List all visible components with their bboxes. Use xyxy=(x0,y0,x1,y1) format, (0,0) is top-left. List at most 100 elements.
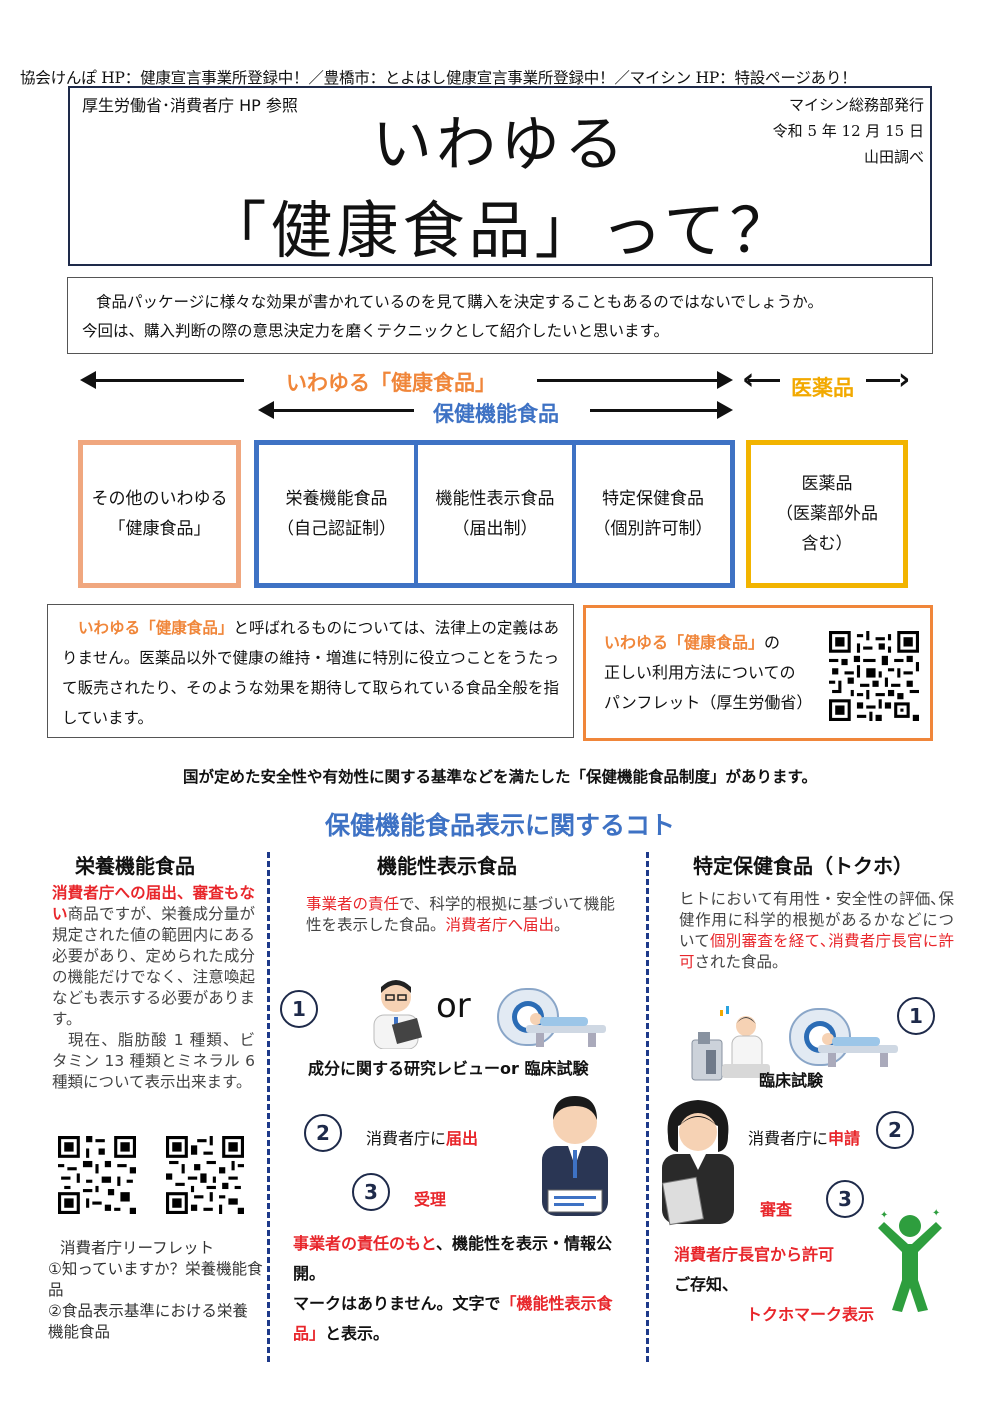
definition-highlight: いわゆる「健康食品」 xyxy=(78,619,234,637)
col-nutrient-body: 消費者庁への届出、審査もない商品ですが、栄養成分量が規定された値の範囲内にある必… xyxy=(52,883,255,1093)
tokuho-mark-icon: ✦ ✦ xyxy=(878,1208,942,1312)
col-nutrient-text1: 商品ですが、栄養成分量が規定された値の範囲内にある必要があり、定められた成分の機… xyxy=(52,905,255,1028)
step-1-badge: 1 xyxy=(897,997,935,1035)
tokuho-step1-text: 臨床試験 xyxy=(759,1071,824,1090)
col-tokuho-text2: された食品。 xyxy=(694,953,788,971)
col-nutrient-text2: 現在、脂肪酸 1 種類、ビタミン 13 種類とミネラル 6 種類について表示出来… xyxy=(52,1031,255,1091)
category-tokuho-line2: （個別許可制） xyxy=(593,519,713,539)
top-announcement: 協会けんぽ HP：健康宣言事業所登録中！／豊橋市：とよはし健康宣言事業所登録中！… xyxy=(20,69,857,87)
pamphlet-box[interactable]: いわゆる「健康食品」の 正しい利用方法についての パンフレット（厚生労働省） xyxy=(583,605,933,741)
definition-text: と呼ばれるものについては、法律上の定義はありません。医薬品以外で健康の維持・増進… xyxy=(62,619,559,727)
svg-text:✦: ✦ xyxy=(880,1210,888,1221)
col-tokuho-red1: 個別審査を経て､消費者庁長官に許可 xyxy=(679,932,954,971)
column-divider xyxy=(267,852,270,1362)
tokuho-footer-text1: ご存知、 xyxy=(674,1275,739,1294)
col-nutrient-red: 消費者庁への届出、審査もない xyxy=(52,884,255,923)
column-divider xyxy=(646,852,649,1362)
category-function-line1: 機能性表示食品 xyxy=(435,489,555,509)
category-other-line1: その他のいわゆる xyxy=(91,489,228,509)
page-title-line1: いわゆる xyxy=(372,110,628,180)
intro-line2: 今回は、購入判断の際の意思決定力を磨くテクニックとして紹介したいと思います。 xyxy=(82,322,669,340)
arrow-line xyxy=(866,379,900,382)
function-footer-red1: 事業者の責任のもと xyxy=(293,1234,437,1253)
arrow-line xyxy=(272,409,414,412)
category-function-claim: 機能性表示食品 （届出制） xyxy=(418,445,572,583)
function-step2: 消費者庁に届出 xyxy=(366,1125,478,1149)
page-title-line2: 「健康食品」って？ xyxy=(204,194,796,267)
function-step2-prefix: 消費者庁に xyxy=(366,1129,447,1148)
category-other-line2: 「健康食品」 xyxy=(108,519,211,539)
pamphlet-suffix: の xyxy=(764,633,781,652)
intro-box: 食品パッケージに様々な効果が書かれているのを見て購入を決定することもあるのではな… xyxy=(67,277,933,354)
category-drug: 医薬品 （医薬部外品 含む） xyxy=(746,440,908,588)
tokuho-footer: 消費者庁長官から許可 ご存知、 トクホマーク表示 xyxy=(674,1240,874,1330)
category-function-line2: （届出制） xyxy=(452,519,538,539)
category-drug-line2: （医薬部外品 xyxy=(776,504,878,524)
businessman-icon xyxy=(542,1096,608,1216)
arrow-line xyxy=(748,379,780,382)
leaflet-item-1[interactable]: ①知っていますか？栄養機能食品 xyxy=(48,1260,263,1299)
publisher-info: マイシン総務部発行 令和 5 年 12 月 15 日 山田調べ xyxy=(773,92,924,170)
intro-line1: 食品パッケージに様々な効果が書かれているのを見て購入を決定することもあるのではな… xyxy=(96,293,823,311)
col-tokuho-heading: 特定保健食品（トクホ） xyxy=(693,854,913,878)
label-functional: 保健機能食品 xyxy=(433,402,559,426)
col-function-text1: で、科学的根拠に基づいて機能性を表示した食品。 xyxy=(306,895,615,934)
tokuho-step2-prefix: 消費者庁に xyxy=(748,1129,829,1148)
header-box xyxy=(68,86,932,266)
step-1-badge: 1 xyxy=(280,990,318,1028)
col-function-red2: 消費者庁へ届出 xyxy=(445,916,555,934)
col-tokuho-text1: ヒトにおいて有用性・安全性の評価､保健作用に科学的根拠があるかなどについて xyxy=(679,890,954,950)
author: 山田調べ xyxy=(863,148,924,166)
mri-scanner-icon xyxy=(497,988,606,1047)
qr-code-icon[interactable] xyxy=(166,1136,244,1214)
section-title: 保健機能食品表示に関するコト xyxy=(324,811,675,840)
tokuho-step3: 審査 xyxy=(760,1200,793,1219)
svg-text:✦: ✦ xyxy=(932,1208,940,1219)
system-description: 国が定めた安全性や有効性に関する基準などを満たした「保健機能食品制度」があります… xyxy=(183,768,817,786)
arrow-line xyxy=(94,379,244,382)
arrow-left-icon xyxy=(80,371,96,389)
step-3-badge: 3 xyxy=(352,1173,390,1211)
col-function-red1: 事業者の責任 xyxy=(306,895,400,913)
step-2-badge: 2 xyxy=(876,1111,914,1149)
function-footer-red2: 「機能性表示食品」 xyxy=(293,1294,613,1343)
leaflet-title: 消費者庁リーフレット xyxy=(60,1239,215,1257)
publisher-name: マイシン総務部発行 xyxy=(788,96,924,114)
tokuho-footer-red2: トクホマーク表示 xyxy=(746,1305,875,1324)
col-function-text2: 。 xyxy=(554,916,570,934)
arrow-line xyxy=(590,409,720,412)
function-step1-text: 成分に関する研究レビューor 臨床試験 xyxy=(308,1059,589,1078)
or-label: or xyxy=(436,986,471,1026)
arrow-right-icon xyxy=(717,401,733,419)
tokuho-footer-red1: 消費者庁長官から許可 xyxy=(674,1245,835,1264)
pamphlet-highlight: いわゆる「健康食品」 xyxy=(604,633,765,652)
hp-reference: 厚生労働省･消費者庁 HP 参照 xyxy=(82,96,298,115)
arrow-line xyxy=(537,379,719,382)
publish-date: 令和 5 年 12 月 15 日 xyxy=(772,122,924,140)
businesswoman-icon xyxy=(662,1100,734,1226)
col-function-body: 事業者の責任で、科学的根拠に基づいて機能性を表示した食品。消費者庁へ届出。 xyxy=(306,894,618,936)
chevron-right-icon: › xyxy=(898,362,911,397)
tokuho-step2-red: 申請 xyxy=(828,1129,861,1148)
col-nutrient-heading: 栄養機能食品 xyxy=(75,854,195,878)
category-functional-group: 栄養機能食品 （自己認証制） 機能性表示食品 （届出制） 特定保健食品 （個別許… xyxy=(254,440,735,588)
function-footer: 事業者の責任のもと、機能性を表示・情報公開。 マークはありません。文字で「機能性… xyxy=(293,1229,633,1349)
leaflet-item-2[interactable]: ②食品表示基準における栄養機能食品 xyxy=(48,1302,248,1341)
definition-box: いわゆる「健康食品」と呼ばれるものについては、法律上の定義はありません。医薬品以… xyxy=(47,604,574,738)
function-footer-text2: マークはありません。文字で xyxy=(293,1294,501,1313)
tokuho-step2: 消費者庁に申請 xyxy=(748,1125,860,1149)
category-drug-line3: 含む） xyxy=(801,534,853,554)
arrow-left-icon xyxy=(258,401,274,419)
qr-code-icon[interactable] xyxy=(58,1136,136,1214)
category-other: その他のいわゆる 「健康食品」 xyxy=(78,440,241,588)
leaflet-list: 消費者庁リーフレット ①知っていますか？栄養機能食品 ②食品表示基準における栄養… xyxy=(48,1238,263,1343)
category-tokuho: 特定保健食品 （個別許可制） xyxy=(576,445,730,583)
col-function-heading: 機能性表示食品 xyxy=(377,854,517,878)
label-drug: 医薬品 xyxy=(791,376,854,400)
qr-code-icon[interactable] xyxy=(829,631,919,721)
category-nutrient-line2: （自己認証制） xyxy=(277,519,396,539)
function-footer-text3: と表示。 xyxy=(325,1324,390,1343)
lab-researcher-icon xyxy=(691,1006,770,1081)
step-3-badge: 3 xyxy=(826,1180,864,1218)
arrow-right-icon xyxy=(717,371,733,389)
